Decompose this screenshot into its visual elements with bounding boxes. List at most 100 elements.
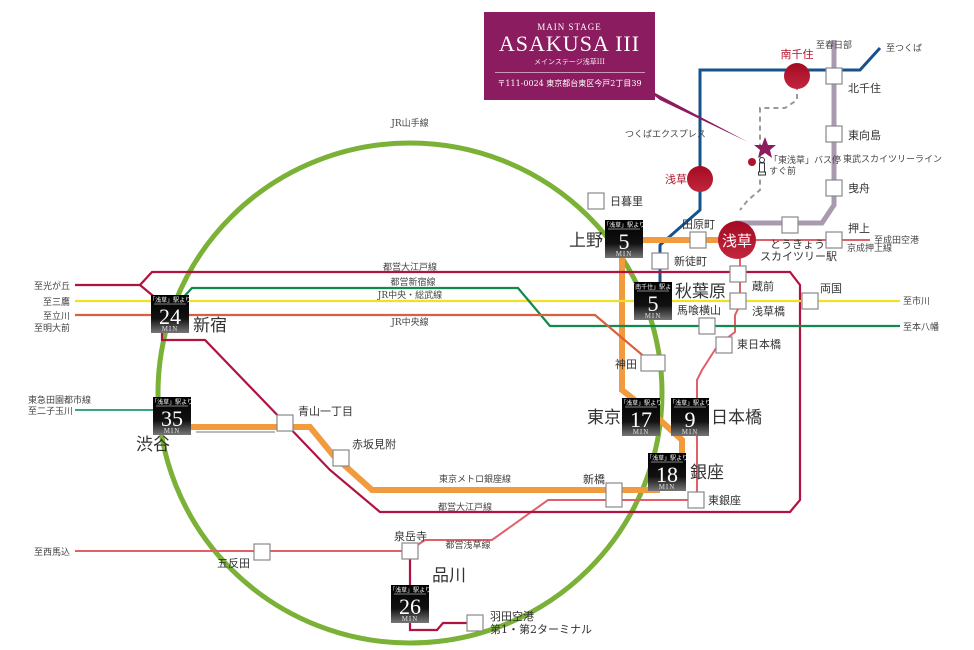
oedo-line-label-top: 都営大江戸線 xyxy=(383,261,437,273)
shimbashi-station[interactable] xyxy=(605,482,623,508)
sengakuji-station[interactable] xyxy=(401,542,419,560)
kuramae-station[interactable] xyxy=(729,265,747,283)
kitasenju-station[interactable] xyxy=(825,67,843,85)
minamisenju-station-marker[interactable] xyxy=(784,63,810,89)
chuo-sobu-line-label: JR中央・総武線 xyxy=(377,289,442,301)
title-main-stage: MAIN STAGE xyxy=(537,22,602,32)
bus-stop-label-1: 「東浅草」バス停 xyxy=(769,154,841,166)
time-box-minutes: 5 xyxy=(648,291,659,316)
akasaka-mitsuke-station[interactable] xyxy=(332,449,350,467)
higashi-nihombashi-station[interactable] xyxy=(715,336,733,354)
property-star-icon xyxy=(754,137,776,158)
kanda-label: 神田 xyxy=(615,357,637,371)
time-box-header: 「浅草」駅より xyxy=(603,221,645,229)
hikifune-station[interactable] xyxy=(825,179,843,197)
tokyo-label: 東京 xyxy=(587,408,621,428)
asakusa-main-station-marker[interactable] xyxy=(718,221,756,259)
direction-tsukuba: 至つくば xyxy=(886,43,922,54)
time-box-unit: MIN xyxy=(164,427,181,435)
bus-stop-icon xyxy=(758,157,766,176)
direction-motoyawata: 至本八幡 xyxy=(903,321,939,333)
direction-mitaka: 至三鷹 xyxy=(43,296,70,308)
skytree-station[interactable] xyxy=(781,216,799,234)
asakusa-tx-station-marker[interactable] xyxy=(687,166,713,192)
time-box-tokyo[interactable]: 「浅草」駅より 17 MIN xyxy=(620,398,662,436)
time-box-shibuya[interactable]: 「浅草」駅より 35 MIN xyxy=(151,397,193,435)
bakuro-yokoyama-label: 馬喰横山 xyxy=(677,303,721,317)
asakusabashi-station[interactable] xyxy=(729,292,747,310)
gotanda-label: 五反田 xyxy=(217,557,250,570)
chuo-line-label: JR中央線 xyxy=(390,316,428,328)
time-box-unit: MIN xyxy=(633,428,650,436)
oshiage-station[interactable] xyxy=(825,231,843,249)
time-box-minutes: 35 xyxy=(161,406,183,431)
time-box-unit: MIN xyxy=(645,312,662,320)
nippori-label: 日暮里 xyxy=(610,194,643,208)
direction-ichikawa: 至市川 xyxy=(903,295,930,307)
title-name: ASAKUSA III xyxy=(498,31,641,56)
higashimukojima-label: 東向島 xyxy=(848,128,881,142)
kuramae-label: 蔵前 xyxy=(752,279,774,293)
shin-okachimachi-station[interactable] xyxy=(651,252,669,270)
direction-narita: 至成田空港 xyxy=(874,234,919,246)
time-box-minutes: 9 xyxy=(685,407,696,432)
bakuro-yokoyama-station[interactable] xyxy=(698,317,716,335)
title-card-pointer xyxy=(640,85,748,142)
tsukuba-express-label: つくばエクスプレス xyxy=(625,129,706,140)
akasaka-mitsuke-label: 赤坂見附 xyxy=(352,437,396,451)
gotanda-station[interactable] xyxy=(253,543,271,561)
skytree-label-1: とうきょう xyxy=(770,238,825,251)
time-box-unit: MIN xyxy=(616,250,633,258)
time-box-minutes: 18 xyxy=(656,462,678,487)
aoyama-itchome-station[interactable] xyxy=(276,414,294,432)
time-box-header: 「浅草」駅より xyxy=(151,398,193,406)
time-box-akihabara[interactable]: 「南千住」駅より 5 MIN xyxy=(629,282,677,320)
nippori-station[interactable] xyxy=(587,192,605,210)
jr-chuo-line xyxy=(75,313,661,371)
tawaramachi-station[interactable] xyxy=(689,231,707,249)
walk-route xyxy=(739,85,798,211)
ryogoku-station[interactable] xyxy=(801,292,819,310)
aoyama-itchome-label: 青山一丁目 xyxy=(298,405,353,418)
haneda-station[interactable] xyxy=(466,614,484,632)
kanda-station[interactable] xyxy=(640,354,666,372)
asakusa-main-label: 浅草 xyxy=(722,232,752,250)
shin-okachimachi-label: 新徒町 xyxy=(674,254,707,268)
higashimukojima-station[interactable] xyxy=(825,125,843,143)
sengakuji-label: 泉岳寺 xyxy=(394,529,427,543)
time-box-header: 「浅草」駅より xyxy=(389,586,431,594)
haneda-label-1: 羽田空港 xyxy=(490,609,534,623)
ginza-line-label: 東京メトロ銀座線 xyxy=(439,473,511,485)
time-box-minutes: 5 xyxy=(619,229,630,254)
minamisenju-label: 南千住 xyxy=(781,47,814,61)
time-box-ginza[interactable]: 「浅草」駅より 18 MIN xyxy=(646,453,688,491)
shinjuku-line-label: 都営新宿線 xyxy=(390,276,435,288)
bus-stop-marker xyxy=(748,158,756,166)
yamanote-line-label: JR山手線 xyxy=(390,117,428,129)
higashi-ginza-station[interactable] xyxy=(687,491,705,509)
direction-nishimagome: 至西馬込 xyxy=(34,547,70,558)
time-box-minutes: 26 xyxy=(399,594,421,619)
time-box-minutes: 17 xyxy=(630,407,652,432)
direction-futakotamagawa: 至二子玉川 xyxy=(28,406,73,417)
shinagawa-label: 品川 xyxy=(432,566,466,586)
keisei-line-label: 京成押上線 xyxy=(847,242,892,254)
time-box-nihombashi[interactable]: 「浅草」駅より 9 MIN xyxy=(669,398,711,436)
asakusa-tx-label: 浅草 xyxy=(665,173,687,186)
time-box-shinagawa[interactable]: 「浅草」駅より 26 MIN xyxy=(389,585,431,623)
time-box-unit: MIN xyxy=(162,325,179,333)
toei-shinjuku-line xyxy=(179,286,900,328)
tobu-skytree-line-label: 東武スカイツリーライン xyxy=(843,153,942,165)
shimbashi-label: 新橋 xyxy=(583,472,605,486)
oedo-line-label-bottom: 都営大江戸線 xyxy=(438,501,492,513)
shibuya-label: 渋谷 xyxy=(136,435,170,455)
title-card: MAIN STAGE ASAKUSA III メインステージ浅草III 〒111… xyxy=(484,12,655,100)
ryogoku-label: 両国 xyxy=(820,282,842,295)
skytree-label-2: スカイツリー駅 xyxy=(760,250,837,263)
nihombashi-label: 日本橋 xyxy=(711,408,762,428)
time-box-ueno[interactable]: 「浅草」駅より 5 MIN xyxy=(603,220,645,258)
direction-meidaimae: 至明大前 xyxy=(34,322,70,334)
asakusa-line-label: 都営浅草線 xyxy=(445,539,490,551)
time-box-shinjuku[interactable]: 「浅草」駅より 24 MIN xyxy=(149,295,191,333)
